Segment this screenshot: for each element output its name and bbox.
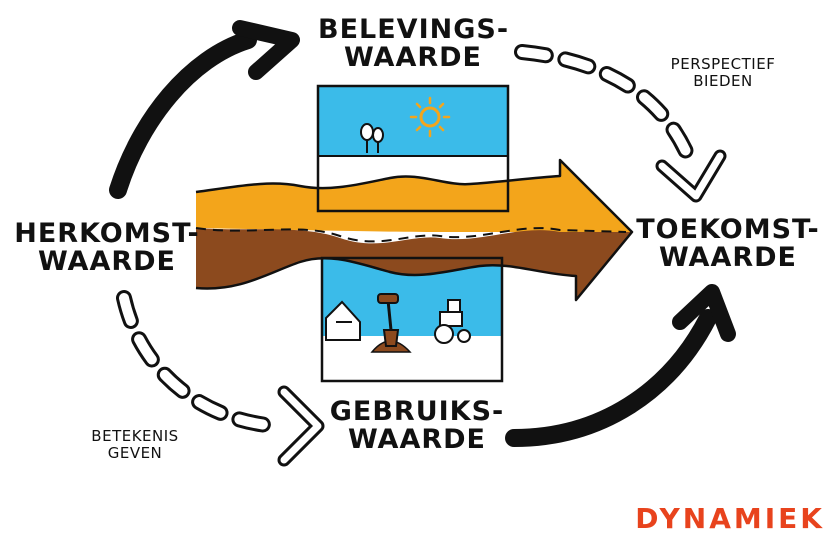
label-belevingswaarde-line2: WAARDE [343,42,482,74]
bottom-field [322,336,502,381]
label-perspectief-line1: PERSPECTIEF [670,55,776,73]
top-sky [318,86,508,156]
brand-title: DYNAMIEK [635,502,825,535]
label-toekomstwaarde: TOEKOMST- WAARDE [628,214,828,274]
top-panel-frame [316,84,510,213]
bottom-panel-frame [320,256,504,383]
label-belevingswaarde-line1: BELEVINGS- [318,14,510,45]
house-icon [325,300,361,341]
label-toekomstwaarde-line2: WAARDE [658,242,797,274]
tractor-icon [434,299,471,344]
flow-arrow-orange [196,160,632,232]
label-betekenis-geven: BETEKENIS GEVEN [70,427,200,463]
label-herkomstwaarde: HERKOMST- WAARDE [12,218,202,278]
label-belevingswaarde: BELEVINGS- WAARDE [318,14,510,74]
label-perspectief-line2: BIEDEN [693,72,753,91]
label-betekenis-line1: BETEKENIS [91,427,179,445]
label-betekenis-line2: GEVEN [107,444,163,463]
dashed-arrow-herkomst-gebruiks [116,290,325,467]
label-toekomstwaarde-line1: TOEKOMST- [636,214,820,245]
flow-arrow-divider [195,227,627,243]
label-herkomstwaarde-line1: HERKOMST- [14,218,200,249]
label-gebruikswaarde-line1: GEBRUIKS- [329,396,505,427]
solid-arrow-herkomst-belevings [109,20,300,199]
bottom-scene-panel [322,258,502,381]
label-herkomstwaarde-line2: WAARDE [37,246,176,278]
label-gebruikswaarde: GEBRUIKS- WAARDE [322,396,512,456]
tree-icon [360,123,384,153]
shovel-icon [370,293,412,353]
label-perspectief-bieden: PERSPECTIEF BIEDEN [648,55,798,91]
label-gebruikswaarde-line2: WAARDE [347,424,486,456]
flow-arrow-brown [196,228,632,300]
solid-arrow-gebruiks-toekomst [505,284,736,447]
dashed-arrow-belevings-toekomst [514,44,727,203]
sun-icon [409,96,451,138]
